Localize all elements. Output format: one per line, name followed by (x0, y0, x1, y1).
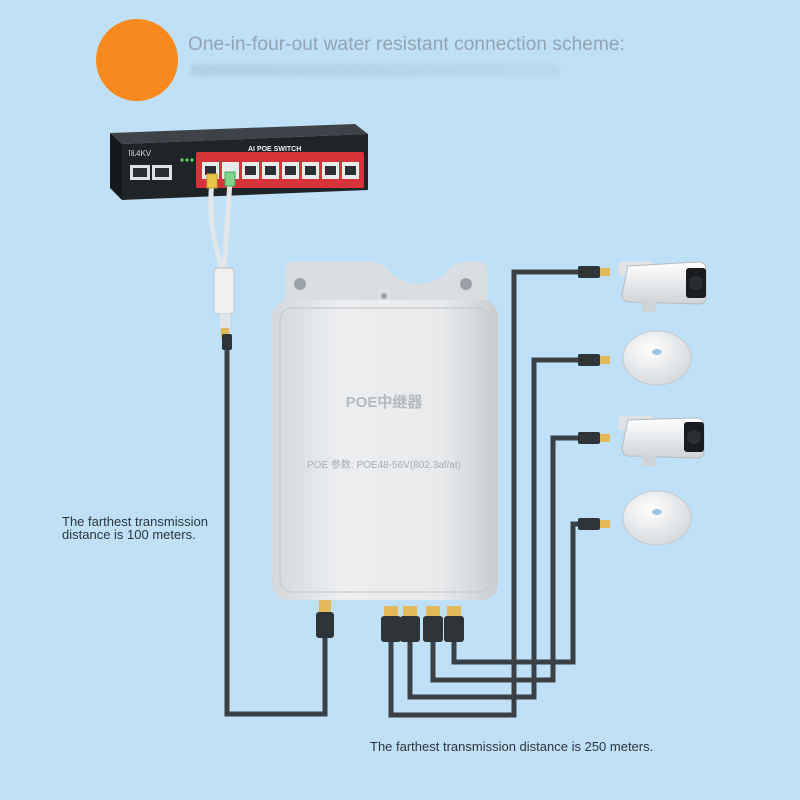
bottom-distance-note: The farthest transmission distance is 25… (370, 739, 654, 754)
repeater-params: POE 参数: POE48-56V(802.3af/at) (307, 458, 461, 471)
left-distance-note: The farthest transmission distance is 10… (62, 515, 208, 541)
switch-model-label: AI POE SWITCH (248, 146, 301, 153)
switch-patch-cables (206, 171, 236, 273)
diagram-title: One-in-four-out water resistant connecti… (188, 34, 625, 55)
output-cable-1 (388, 269, 578, 718)
output-cable-2 (407, 357, 578, 700)
device-connectors (578, 266, 610, 530)
mounting-hole-icon (460, 278, 472, 290)
mounting-hole-icon (294, 278, 306, 290)
cable-splitter (213, 267, 235, 315)
output-cable-4 (451, 521, 578, 665)
switch-brand-label: ⒙4KV (128, 149, 152, 158)
repeater-input-connector (316, 600, 334, 638)
ceiling-access-point-1 (622, 330, 692, 386)
ceiling-access-point-2 (622, 490, 692, 546)
bullet-camera-1 (618, 261, 707, 312)
input-cable (224, 345, 328, 717)
bullet-camera-2 (618, 416, 705, 466)
blurred-subtitle (190, 64, 560, 76)
repeater-name: POE中继器 (346, 393, 424, 411)
left-distance-line-2: distance is 100 meters. (62, 527, 196, 542)
accent-dot-icon (96, 19, 178, 101)
poe-switch: ⒙4KV AI POE SWITCH (110, 124, 368, 200)
poe-repeater-enclosure: POE中继器 POE 参数: POE48-56V(802.3af/at) (272, 262, 498, 600)
output-cable-3 (430, 435, 578, 683)
left-distance-line-1: The farthest transmission (62, 514, 208, 529)
repeater-output-connectors (381, 606, 464, 642)
